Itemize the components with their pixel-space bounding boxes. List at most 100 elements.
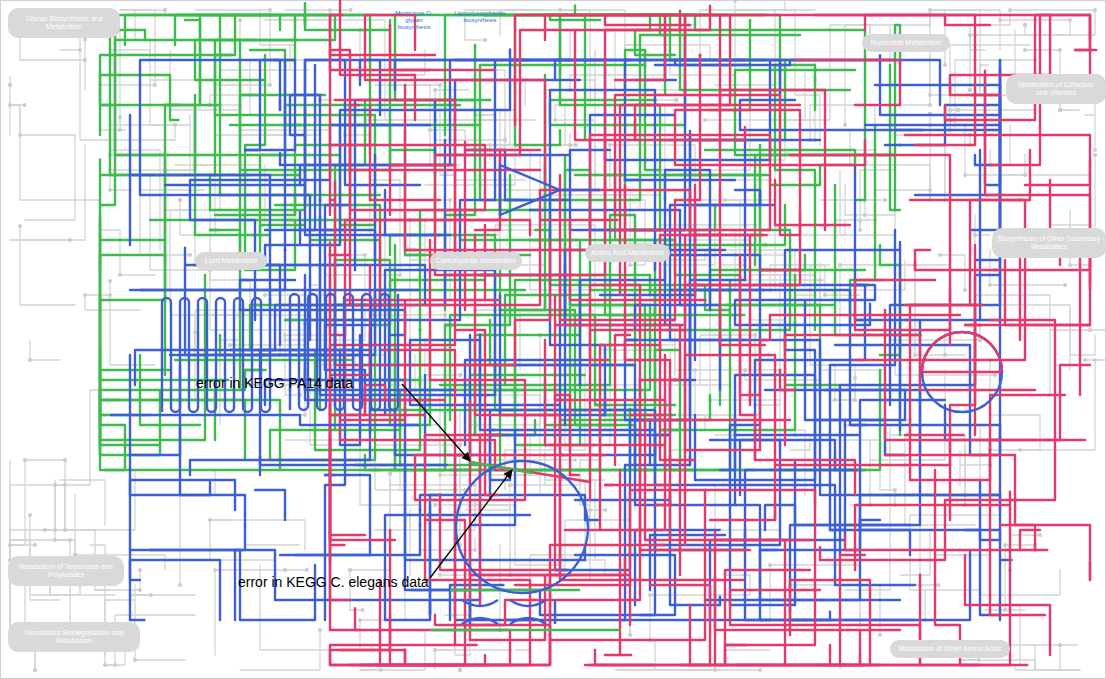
background-pathway xyxy=(110,150,160,250)
compound-dot xyxy=(63,458,67,462)
red-pathway xyxy=(719,337,721,345)
red-pathway xyxy=(840,505,1010,665)
red-pathway xyxy=(555,325,750,550)
red-pathway xyxy=(515,15,675,125)
background-pathway xyxy=(10,105,100,255)
compound-dot xyxy=(853,398,857,402)
green-pathway xyxy=(245,369,266,371)
blue-pathway xyxy=(465,360,590,445)
blue-pathway xyxy=(130,560,220,620)
background-pathway xyxy=(285,569,307,570)
blue-pathway xyxy=(760,549,777,551)
blue-pathway xyxy=(509,49,511,60)
compound-dot xyxy=(63,528,67,532)
blue-pathway xyxy=(385,505,530,620)
red-pathway xyxy=(570,474,579,476)
blue-pathway xyxy=(184,248,186,265)
green-pathway xyxy=(240,94,261,96)
red-pathway xyxy=(914,261,916,270)
red-pathway xyxy=(819,547,821,560)
red-pathway xyxy=(1010,664,1027,666)
compound-dot xyxy=(33,543,37,547)
blue-pathway xyxy=(635,530,710,605)
red-pathway xyxy=(829,645,831,665)
green-pathway xyxy=(210,125,305,210)
blue-pathway xyxy=(835,469,857,471)
compound-dot xyxy=(438,473,442,477)
pathway-shape xyxy=(110,415,420,425)
red-pathway xyxy=(760,15,990,25)
compound-dot xyxy=(573,458,577,462)
blue-pathway xyxy=(875,85,1000,405)
red-pathway xyxy=(950,434,964,436)
compound-dot xyxy=(33,668,37,672)
compound-dot xyxy=(943,63,947,67)
category-name: Amino Acid Metabolism xyxy=(591,249,664,257)
green-pathway xyxy=(165,104,178,106)
blue-pathway xyxy=(625,179,638,181)
background-pathway xyxy=(409,517,410,530)
compound-dot xyxy=(23,103,27,107)
green-pathway xyxy=(730,314,744,316)
compound-dot xyxy=(968,88,972,92)
compound-dot xyxy=(53,538,57,542)
green-pathway xyxy=(285,319,298,321)
compound-dot xyxy=(1093,153,1097,157)
blue-pathway xyxy=(279,100,281,110)
compound-dot xyxy=(608,143,612,147)
compound-dot xyxy=(208,518,212,522)
green-pathway xyxy=(275,205,380,220)
blue-pathway xyxy=(279,153,281,165)
pathway-shapes xyxy=(110,165,1002,630)
compound-dot xyxy=(8,83,12,87)
red-pathway xyxy=(750,234,767,236)
compound-dot xyxy=(1008,8,1012,12)
compound-dot xyxy=(379,668,383,672)
pathway-shape xyxy=(290,294,398,410)
green-pathway xyxy=(100,20,390,205)
compound-dot xyxy=(928,93,932,97)
green-pathway xyxy=(294,195,296,215)
red-pathway xyxy=(680,459,695,461)
green-pathway xyxy=(240,95,325,250)
green-pathway xyxy=(544,295,546,310)
category-name: Glycan Biosynthesis and Metabolism xyxy=(14,15,114,31)
background-pathway xyxy=(195,10,315,135)
red-pathway xyxy=(710,15,765,105)
blue-pathway xyxy=(899,242,901,250)
compound-dot xyxy=(118,273,122,277)
red-pathway xyxy=(744,127,746,140)
background-pathway xyxy=(320,100,415,145)
compound-dot xyxy=(1093,8,1097,12)
compound-dot xyxy=(553,118,557,122)
compound-dot xyxy=(1093,153,1097,157)
red-pathway xyxy=(1075,49,1096,51)
blue-pathway xyxy=(130,365,245,550)
red-pathway xyxy=(545,340,665,445)
pathway-shape xyxy=(430,590,620,630)
callout-text: error in KEGG C. elegans data xyxy=(238,574,429,590)
background-pathways xyxy=(8,0,1106,672)
blue-pathway xyxy=(830,230,910,555)
blue-pathway xyxy=(575,500,720,605)
background-pathway xyxy=(435,649,454,650)
blue-pathway xyxy=(130,115,270,305)
compound-dot xyxy=(588,508,592,512)
background-pathway xyxy=(940,255,965,290)
compound-dot xyxy=(1023,23,1027,27)
background-pathway xyxy=(30,340,60,360)
compound-dot xyxy=(568,143,572,147)
compound-dot xyxy=(843,123,847,127)
red-pathway xyxy=(984,71,986,90)
compound-dot xyxy=(978,338,982,342)
blue-pathway xyxy=(355,100,570,270)
background-pathway xyxy=(19,226,20,240)
red-pathway xyxy=(885,455,1090,580)
background-pathway xyxy=(435,650,510,670)
pathway-shape xyxy=(462,600,498,624)
compound-dot xyxy=(968,88,972,92)
red-pathway xyxy=(624,558,626,575)
compound-dot xyxy=(133,658,137,662)
compound-dot xyxy=(228,343,232,347)
blue-pathway xyxy=(425,464,447,466)
